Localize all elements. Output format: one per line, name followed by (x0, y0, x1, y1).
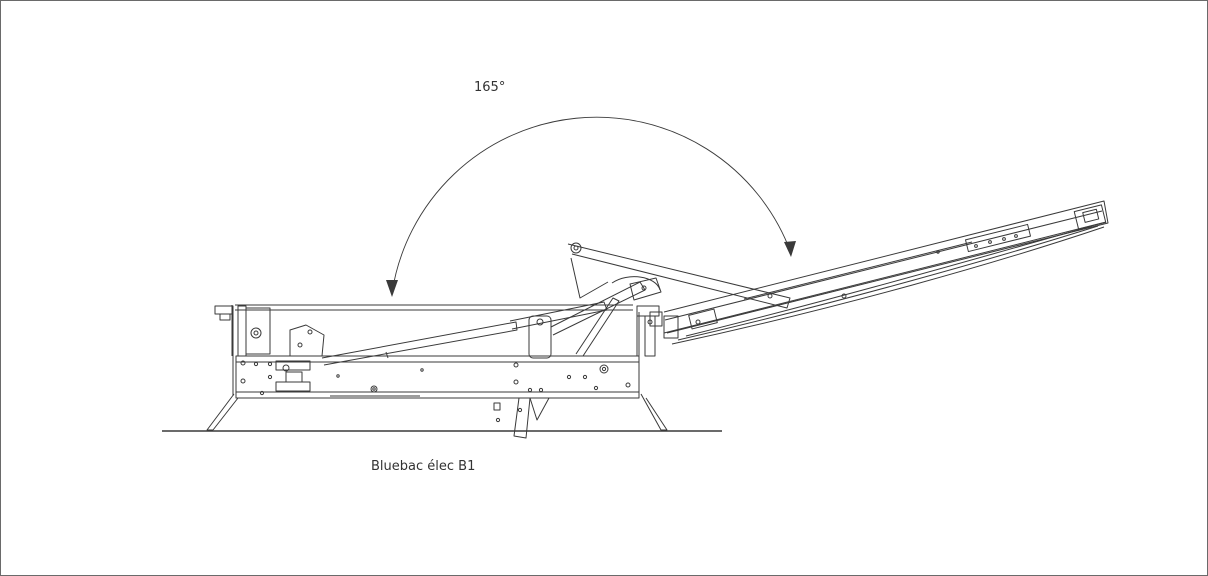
arc-arrowhead-right (784, 241, 796, 257)
gas-strut (321, 301, 608, 366)
caption-label: Bluebac élec B1 (371, 459, 476, 474)
main-beam (235, 355, 640, 399)
hinge-bracket-right (636, 305, 660, 357)
swing-bracket (493, 397, 550, 439)
arc-arrowhead-left (386, 280, 398, 297)
angle-label: 165° (474, 80, 506, 95)
leg-right (638, 312, 668, 431)
pivot-arm (528, 277, 662, 359)
open-lid-panel (649, 200, 1109, 345)
angle-arc (391, 116, 792, 294)
upper-housing (214, 304, 638, 357)
upper-linkage (567, 242, 791, 309)
leg-left (206, 314, 239, 431)
